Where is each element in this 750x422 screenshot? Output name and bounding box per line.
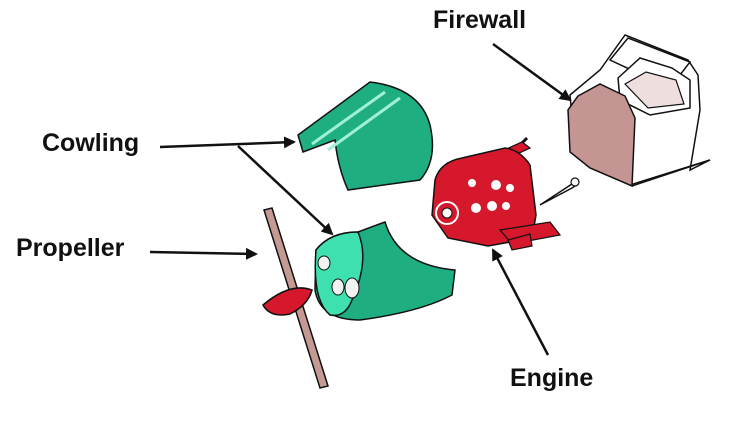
propeller-arrow [149,247,258,260]
firewall-part [567,34,711,188]
propeller-part [262,207,329,389]
firewall-arrow [492,42,572,102]
engine-part [431,136,580,251]
upper-cowling-part [297,81,434,191]
cowling-label: Cowling [42,129,140,157]
propeller-label: Propeller [16,234,125,262]
cowling-arrow-lower [237,145,334,236]
lower-cowling-part [314,221,456,321]
firewall-face [567,83,636,188]
firewall-label: Firewall [433,6,527,34]
engine-label: Engine [510,364,594,392]
leader-arrows [149,42,572,356]
engine-arrow [491,248,550,356]
propeller-spinner [262,287,313,316]
cowling-arrow-upper [159,136,296,149]
